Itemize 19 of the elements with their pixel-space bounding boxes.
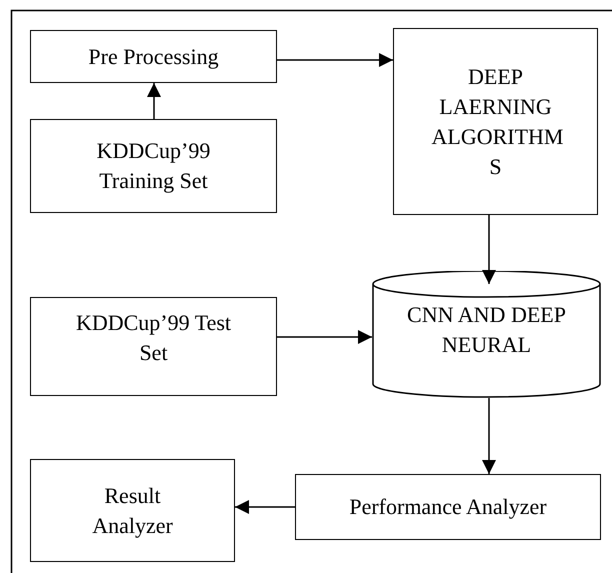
process-box (295, 474, 601, 540)
process-box (30, 119, 277, 213)
arrow (482, 398, 496, 474)
node-label: Result Analyzer (91, 482, 174, 540)
arrow (147, 83, 161, 119)
process-box (30, 297, 277, 396)
node-label: Performance Analyzer (349, 493, 547, 521)
node-label: Pre Processing (88, 42, 219, 71)
arrow (277, 330, 372, 344)
database-cylinder (372, 271, 601, 398)
arrow (235, 500, 295, 514)
node-label: KDDCup’99 Training Set (96, 137, 212, 195)
arrow (277, 53, 393, 67)
process-box (30, 459, 235, 562)
node-label: CNN AND DEEP NEURAL (406, 300, 567, 358)
arrow (482, 215, 496, 284)
node-label: KDDCup’99 Test Set (74, 308, 232, 366)
process-box (30, 30, 277, 83)
process-box (393, 28, 598, 215)
